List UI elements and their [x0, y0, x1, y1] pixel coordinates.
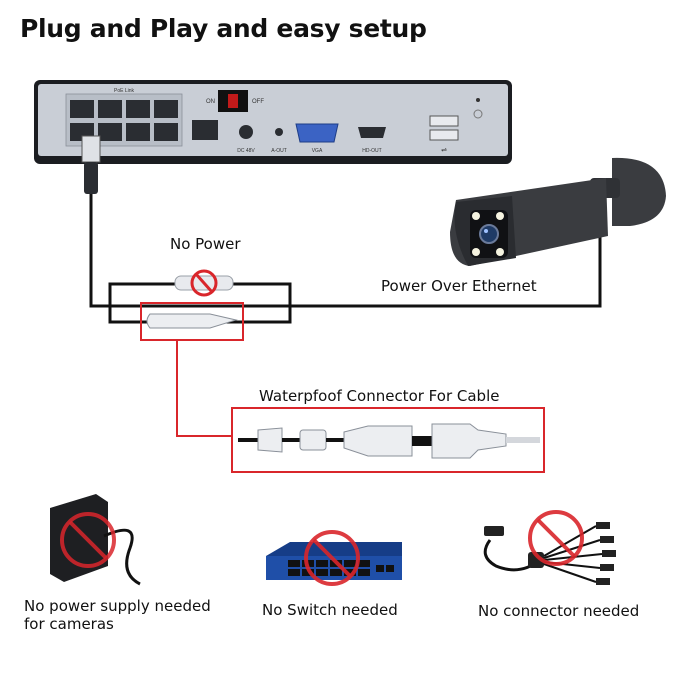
- power-splitter: [483, 510, 616, 585]
- coupler-highlight-box: [140, 302, 244, 341]
- page-title: Plug and Play and easy setup: [20, 14, 427, 43]
- vga-label: VGA: [312, 148, 323, 154]
- power-supply-caption: No power supply needed for cameras: [24, 597, 211, 633]
- rj45-coupler: [146, 313, 238, 329]
- dc-label: DC 48V: [237, 148, 255, 154]
- no-connector-prohibited-icon: [528, 510, 584, 566]
- uplink-port: [192, 120, 218, 140]
- switch-off-label: OFF: [252, 99, 264, 105]
- hdmi-label: HD-OUT: [362, 148, 381, 154]
- no-power-label: No Power: [170, 235, 241, 253]
- nvr-recorder: PoE Link ON OFF DC 48V A-OUT VGA HD-OUT …: [34, 80, 512, 164]
- switch-caption: No Switch needed: [262, 601, 398, 619]
- switch-on-label: ON: [206, 99, 215, 105]
- status-led: [476, 98, 480, 102]
- dc-connector: [174, 269, 234, 297]
- aout-label: A-OUT: [271, 148, 287, 154]
- ethernet-plug: [81, 135, 101, 194]
- no-power-supply-prohibited-icon: [60, 512, 116, 568]
- power-supply-caption-line1: No power supply needed: [24, 597, 211, 615]
- no-switch-prohibited-icon: [304, 530, 360, 586]
- connector-label: Waterpfoof Connector For Cable: [259, 387, 500, 405]
- power-adapter: [50, 494, 141, 586]
- audio-out-jack: [275, 128, 283, 136]
- usb-ports: [429, 115, 459, 141]
- usb-icon: ⇌: [441, 147, 447, 154]
- poe-label: Power Over Ethernet: [381, 277, 537, 295]
- waterproof-connector-box: [231, 407, 545, 473]
- no-power-prohibited-icon: [190, 269, 218, 297]
- connector-caption: No connector needed: [478, 602, 640, 620]
- hdmi-port: [358, 127, 386, 138]
- network-cable: [89, 194, 602, 324]
- network-switch: [266, 530, 402, 586]
- poe-ports: PoE Link: [65, 88, 183, 147]
- dc-jack: [239, 125, 253, 139]
- waterproof-connector-parts: [238, 423, 540, 459]
- vga-port: [295, 123, 339, 143]
- poe-link-label: PoE Link: [114, 88, 135, 94]
- bullet-camera: [450, 157, 666, 266]
- power-switch: ON OFF: [206, 90, 264, 112]
- ground-screw-icon: [473, 109, 483, 119]
- power-supply-caption-line2: for cameras: [24, 615, 114, 633]
- callout-line: [176, 340, 232, 437]
